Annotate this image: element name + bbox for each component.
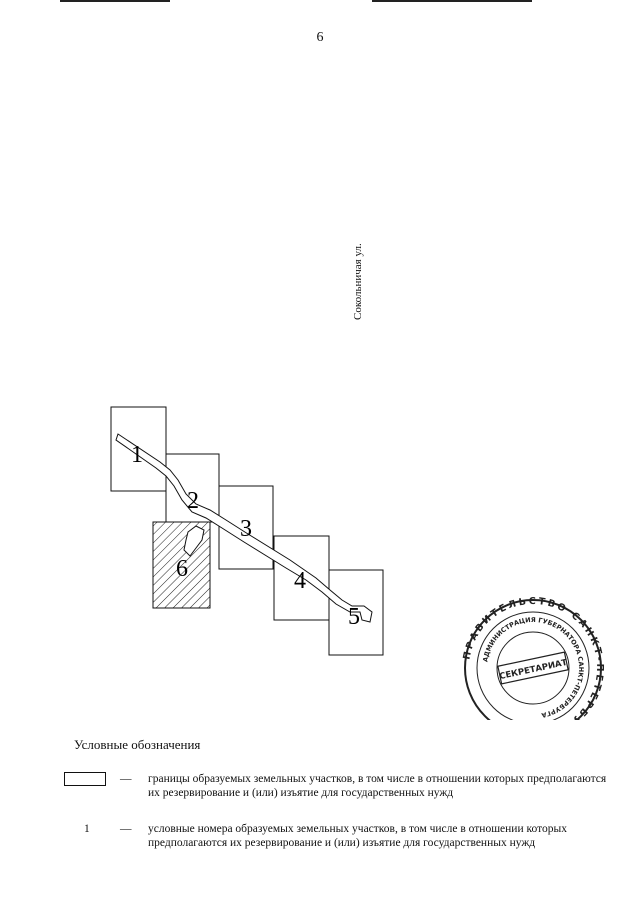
header-rule-right bbox=[372, 0, 532, 2]
legend-title: Условные обозначения bbox=[74, 737, 201, 752]
parcel-3-boundary bbox=[218, 485, 274, 570]
parcel-5-label: 5 bbox=[348, 604, 360, 630]
road-strip bbox=[115, 433, 373, 623]
parcel-4-label: 4 bbox=[294, 568, 306, 594]
parcel-map: 1 2 3 4 5 6 ПРАВИТЕЛЬСТВО САНКТ-ПЕТЕРБУР… bbox=[110, 406, 603, 720]
parcel-5-boundary bbox=[328, 569, 384, 656]
parcel-1-boundary bbox=[110, 406, 167, 492]
legend-dash: — bbox=[120, 773, 132, 785]
parcel-2-label: 2 bbox=[187, 488, 199, 514]
legend-dash: — bbox=[120, 823, 132, 835]
parcel-6-label: 6 bbox=[176, 556, 188, 582]
parcel-6-outline bbox=[183, 525, 205, 557]
parcel-3-label: 3 bbox=[240, 516, 252, 542]
page-number: 6 bbox=[316, 30, 324, 45]
number-symbol: 1 bbox=[84, 823, 90, 835]
header-rule-left bbox=[60, 0, 170, 2]
parcel-1-label: 1 bbox=[131, 442, 143, 468]
legend-item-text: условные номера образуемых земельных уча… bbox=[148, 823, 567, 849]
legend-item-text: границы образуемых земельных участков, в… bbox=[148, 773, 607, 799]
boundary-symbol-icon bbox=[64, 772, 106, 786]
official-seal: ПРАВИТЕЛЬСТВО САНКТ-ПЕТЕРБУРГА АДМИНИСТР… bbox=[461, 596, 603, 720]
